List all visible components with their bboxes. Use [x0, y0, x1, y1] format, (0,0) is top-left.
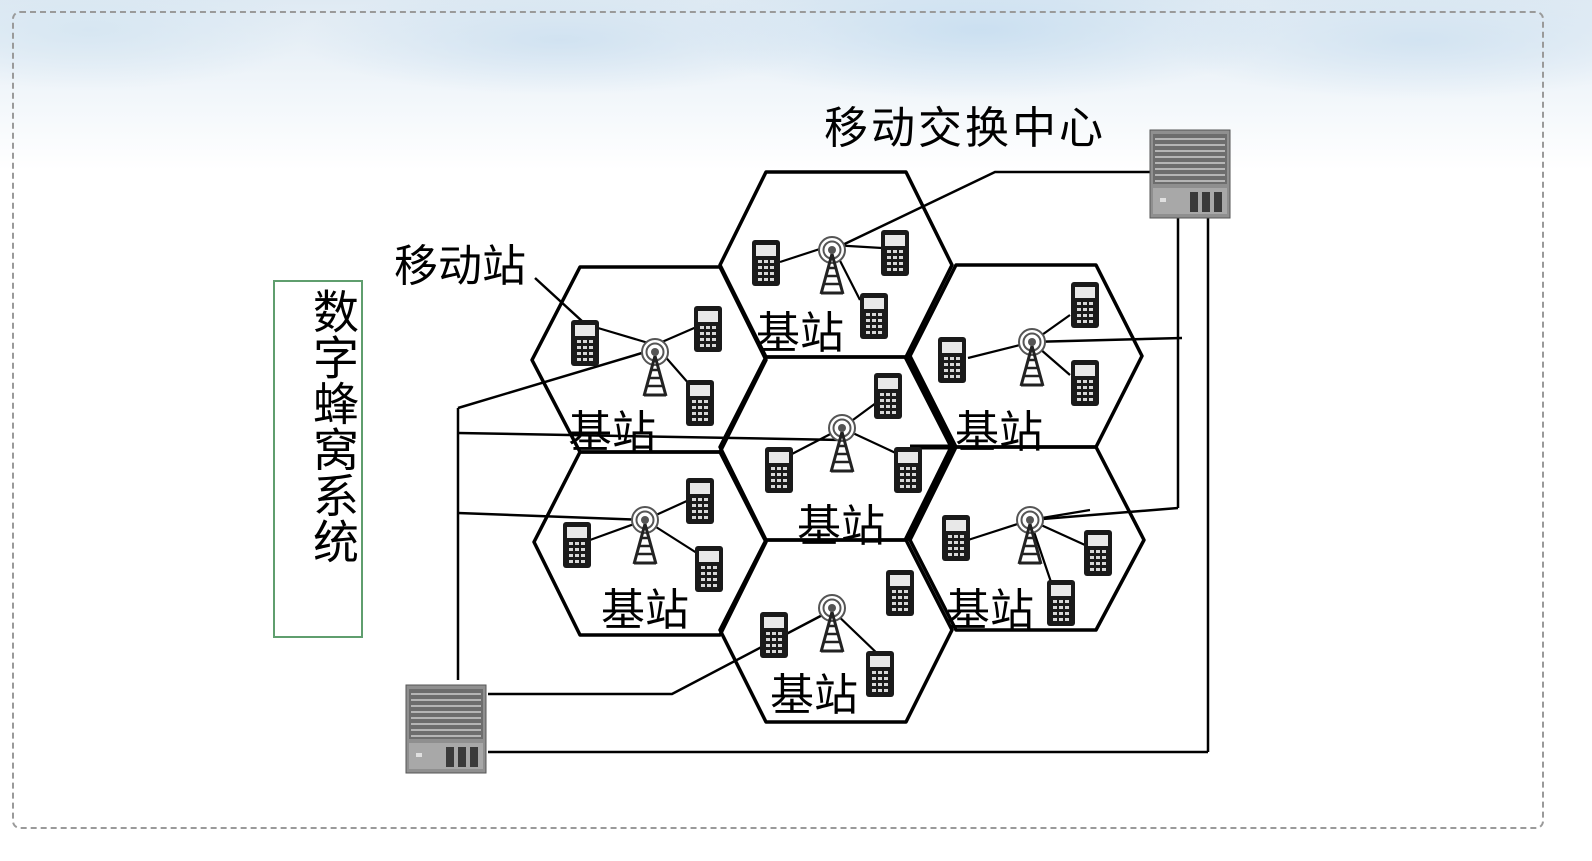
- system-title: 数字蜂窝系统: [306, 288, 360, 564]
- switch-server-icon: [405, 684, 487, 774]
- cell-tower-icon: [817, 593, 847, 654]
- mobile-phone-icon: [866, 651, 894, 697]
- msc-label: 移动交换中心: [824, 103, 1106, 154]
- base-station-label: 基站: [770, 670, 858, 721]
- base-station-label: 基站: [756, 308, 844, 359]
- mobile-phone-icon: [894, 447, 922, 493]
- cell-hexagon: [532, 450, 768, 637]
- mobile-phone-icon: [563, 522, 591, 568]
- mobile-phone-icon: [1071, 360, 1099, 406]
- base-station-label: 基站: [797, 501, 885, 552]
- mobile-phone-icon: [571, 320, 599, 366]
- mobile-phone-icon: [938, 337, 966, 383]
- mobile-phone-icon: [1084, 530, 1112, 576]
- base-station-label: 基站: [568, 407, 656, 458]
- cell-hexagon: [908, 445, 1146, 632]
- cell-tower-icon: [827, 413, 857, 474]
- switch-server-icon: [1149, 129, 1231, 219]
- mobile-phone-icon: [860, 293, 888, 339]
- mobile-phone-icon: [1071, 282, 1099, 328]
- mobile-phone-icon: [686, 380, 714, 426]
- mobile-station-label: 移动站: [394, 241, 526, 292]
- cell-tower-icon: [817, 235, 847, 296]
- cell-tower-icon: [640, 337, 670, 398]
- base-station-label: 基站: [955, 407, 1043, 458]
- mobile-phone-icon: [752, 240, 780, 286]
- system-title-box: 数字蜂窝系统: [273, 280, 363, 638]
- mobile-phone-icon: [942, 515, 970, 561]
- mobile-phone-icon: [1047, 580, 1075, 626]
- sky-background: [0, 0, 1592, 170]
- cell-tower-icon: [1015, 505, 1045, 566]
- mobile-phone-icon: [881, 230, 909, 276]
- base-station-label: 基站: [946, 585, 1034, 636]
- mobile-phone-icon: [760, 612, 788, 658]
- mobile-phone-icon: [874, 373, 902, 419]
- mobile-phone-icon: [886, 570, 914, 616]
- base-station-label: 基站: [601, 585, 689, 636]
- dashed-frame: [12, 11, 1544, 829]
- mobile-phone-icon: [694, 306, 722, 352]
- mobile-phone-icon: [695, 546, 723, 592]
- cell-tower-icon: [630, 505, 660, 566]
- mobile-phone-icon: [765, 447, 793, 493]
- cell-tower-icon: [1017, 327, 1047, 388]
- mobile-phone-icon: [686, 478, 714, 524]
